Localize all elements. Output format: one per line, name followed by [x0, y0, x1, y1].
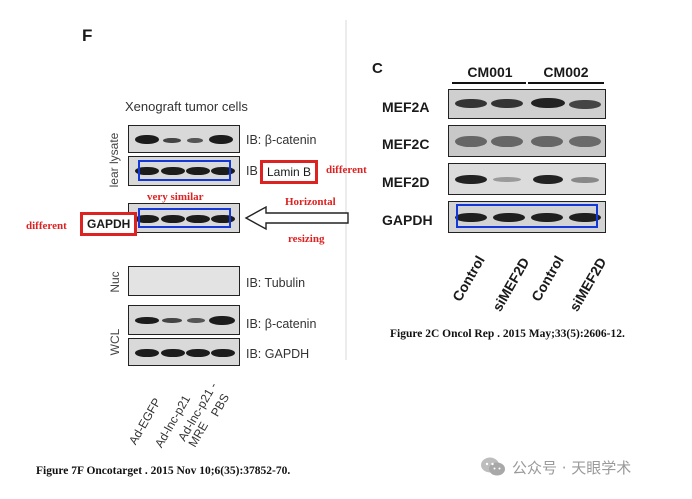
caption-left: Figure 7F Oncotarget . 2015 Nov 10;6(35)…	[36, 465, 291, 477]
blot-beta-catenin-nuclear	[128, 125, 240, 153]
blot-mef2d	[448, 163, 606, 195]
annotation-different-gapdh: different	[26, 220, 67, 232]
annotation-very-similar: very similar	[147, 191, 204, 203]
group-header-cm002: CM002	[543, 64, 589, 80]
group-header-cm001: CM001	[467, 64, 513, 80]
highlight-gapdh-right	[456, 204, 598, 228]
figure-title: Xenograft tumor cells	[125, 99, 248, 114]
blot-mef2a	[448, 89, 606, 119]
annotation-different-lamin: different	[326, 164, 367, 176]
highlight-lamin-b-bands	[138, 160, 231, 181]
lane-label-simef2d-1: siMEF2D	[489, 254, 533, 314]
lamin-b-box: Lamin B	[260, 160, 319, 184]
section-label-nuclear-lysate: lear lysate	[107, 132, 121, 188]
ib-label-beta-catenin-wcl: IB: β-catenin	[246, 317, 317, 331]
lane-label-simef2d-2: siMEF2D	[566, 254, 610, 314]
ib-label-lamin-prefix: IB	[246, 164, 258, 178]
annotation-horizontal: Horizontal	[285, 196, 336, 208]
lane-label-control-1: Control	[449, 252, 488, 304]
section-label-wcl: WCL	[108, 328, 122, 356]
watermark-text: 公众号 · 天眼学术	[512, 458, 632, 477]
figure-divider	[345, 20, 347, 360]
panel-letter-f: F	[82, 26, 93, 45]
gapdh-box: GAPDH	[80, 212, 138, 236]
group-underline-cm001	[452, 82, 526, 84]
arrow-left-icon	[244, 205, 349, 231]
row-label-mef2c: MEF2C	[382, 136, 430, 152]
row-label-mef2d: MEF2D	[382, 174, 430, 190]
ib-label-gapdh-wcl: IB: GAPDH	[246, 347, 310, 361]
section-label-nuc: Nuc	[108, 271, 122, 293]
ib-label-beta-catenin: IB: β-catenin	[246, 133, 317, 147]
lane-label-control-2: Control	[528, 252, 567, 304]
annotation-resizing: resizing	[288, 233, 325, 245]
panel-letter-c: C	[372, 60, 383, 77]
blot-tubulin	[128, 266, 240, 296]
blot-beta-catenin-wcl	[128, 305, 240, 335]
caption-right: Figure 2C Oncol Rep . 2015 May;33(5):260…	[390, 328, 625, 340]
row-label-gapdh: GAPDH	[382, 212, 433, 228]
row-label-mef2a: MEF2A	[382, 99, 430, 115]
blot-mef2c	[448, 125, 606, 157]
wechat-icon	[481, 457, 505, 476]
highlight-gapdh-bands	[138, 208, 231, 228]
blot-gapdh-wcl	[128, 338, 240, 366]
group-underline-cm002	[528, 82, 604, 84]
watermark: 公众号 · 天眼学术	[480, 456, 631, 478]
ib-label-tubulin: IB: Tubulin	[246, 276, 306, 290]
